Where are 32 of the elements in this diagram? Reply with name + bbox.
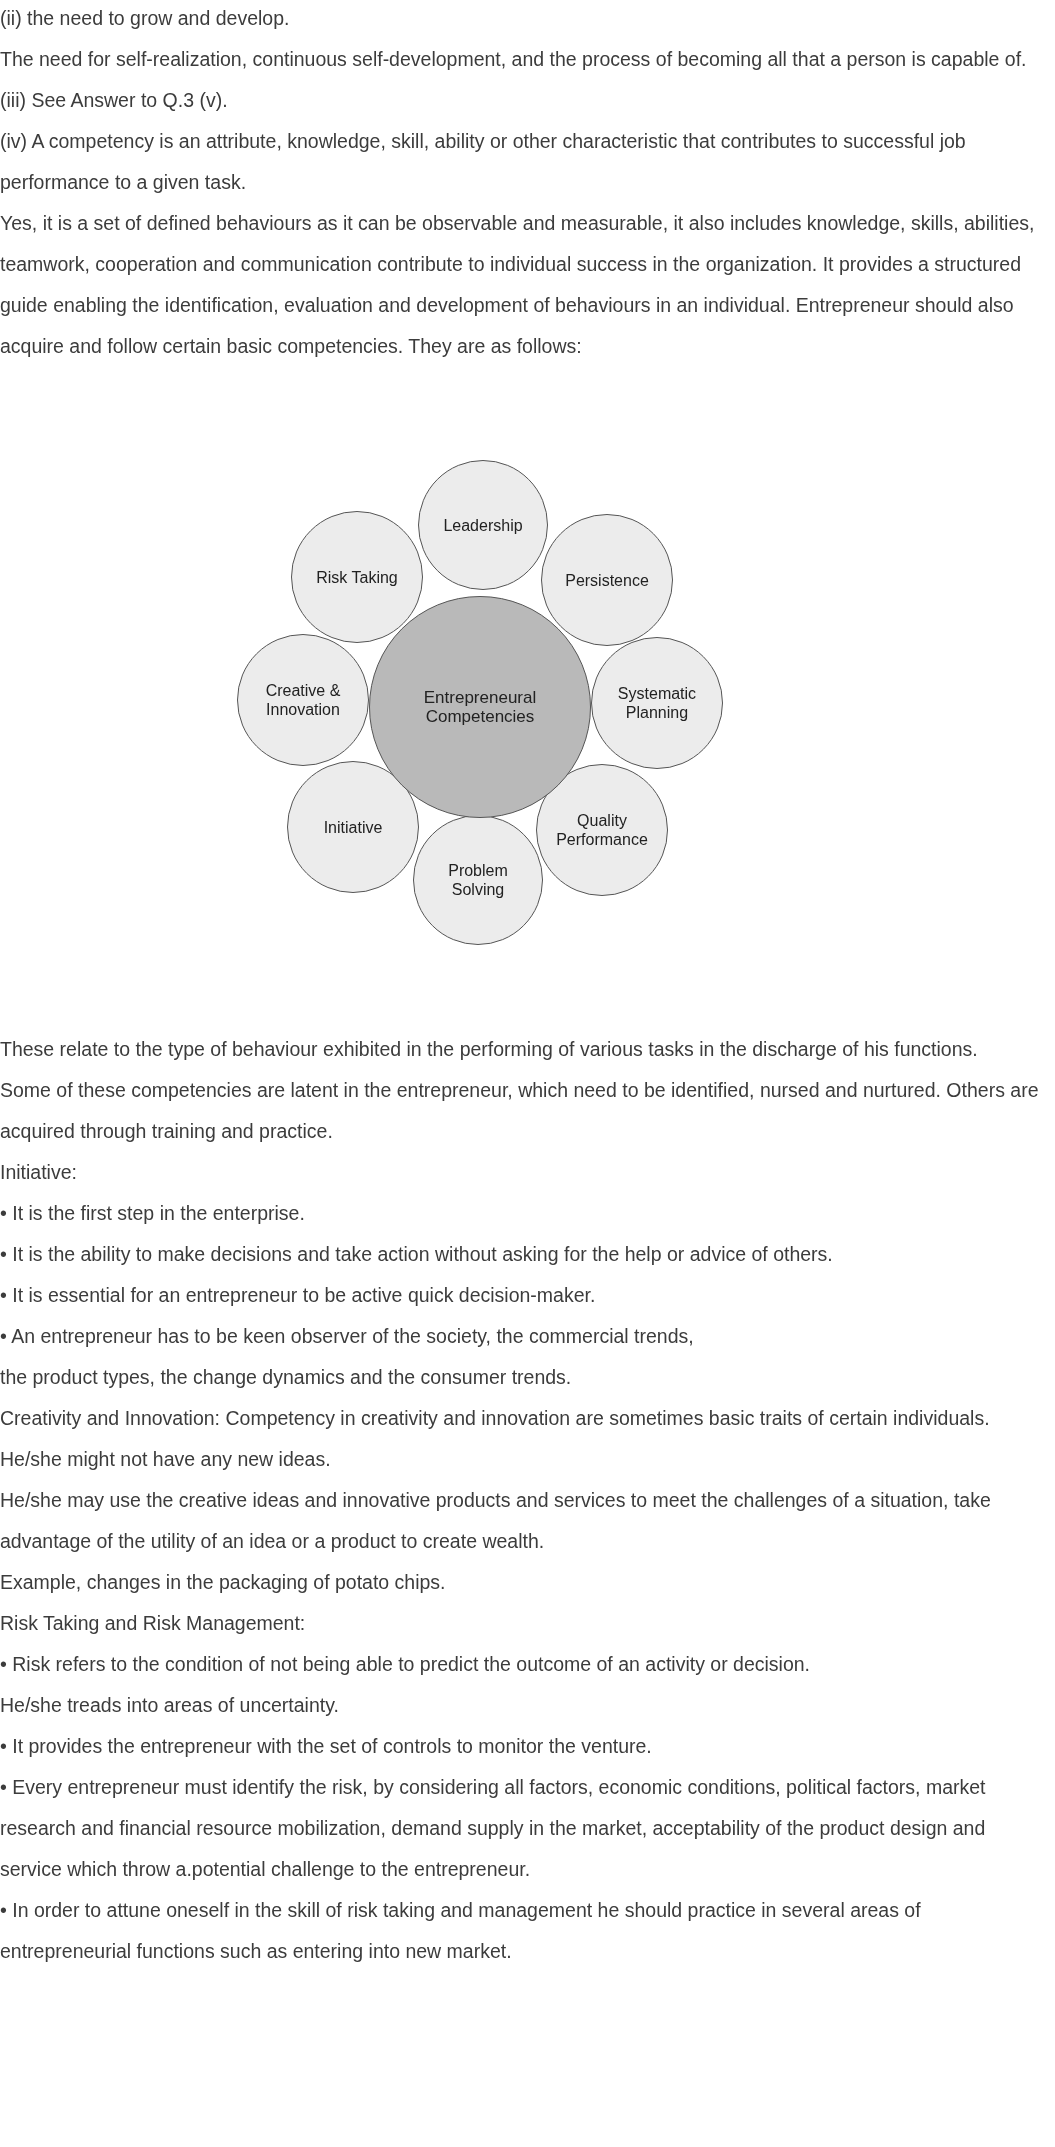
paragraph: These relate to the type of behaviour exhibited in the performing of various tasks in the discharge of his functions. xyxy=(0,1037,979,1062)
paragraph: • It is the first step in the enterprise. xyxy=(0,1201,306,1226)
paragraph: Some of these competencies are latent in the entrepreneur, which need to be identified, nursed and nurtured. Others are acquired through training and practice. xyxy=(0,1078,1040,1144)
paragraph: (iv) A competency is an attribute, knowledge, skill, ability or other characteristic that contributes to successful job performance to a given task. xyxy=(0,129,967,195)
paragraph: • It is the ability to make decisions and take action without asking for the help or advice of others. xyxy=(0,1242,834,1267)
paragraph: • It provides the entrepreneur with the set of controls to monitor the venture. xyxy=(0,1734,653,1759)
paragraph: (iii) See Answer to Q.3 (v). xyxy=(0,88,229,113)
paragraph: He/she might not have any new ideas. xyxy=(0,1447,332,1472)
circle-label: Problem Solving xyxy=(447,861,509,899)
circle-label: Leadership xyxy=(443,515,523,535)
circle-label: Initiative xyxy=(323,817,383,837)
paragraph: He/she treads into areas of uncertainty. xyxy=(0,1693,340,1718)
paragraph: Yes, it is a set of defined behaviours as it can be observable and measurable, it also includes knowledge, skills, abilities, teamwork, cooperation and communication contribute to individual success in the organization. It provides a structured guide enabling the identification, evaluation and development of behaviours in an individual. Entrepreneur should also acquire and follow certain basic competencies. They are as follows: xyxy=(0,211,1036,359)
circle-label: Quality Performance xyxy=(555,811,649,849)
paragraph: Initiative: xyxy=(0,1160,78,1185)
circle-label: Entrepreneural Competencies xyxy=(422,688,538,726)
paragraph: • Risk refers to the condition of not being able to predict the outcome of an activity or decision. xyxy=(0,1652,812,1677)
circle-label: Creative & Innovation xyxy=(264,681,342,719)
paragraph: The need for self-realization, continuous self-development, and the process of becoming all that a person is capable of. xyxy=(0,47,1028,72)
paragraph: • In order to attune oneself in the skill of risk taking and management he should practice in several areas of entrepreneurial functions such as entering into new market. xyxy=(0,1898,922,1964)
paragraph: He/she may use the creative ideas and innovative products and services to meet the challenges of a situation, take advantage of the utility of an idea or a product to create wealth. xyxy=(0,1488,992,1554)
paragraph: • It is essential for an entrepreneur to be active quick decision-maker. xyxy=(0,1283,597,1308)
paragraph: Risk Taking and Risk Management: xyxy=(0,1611,307,1636)
paragraph: (ii) the need to grow and develop. xyxy=(0,6,291,31)
paragraph: • An entrepreneur has to be keen observer of the society, the commercial trends, xyxy=(0,1324,695,1349)
paragraph: Example, changes in the packaging of potato chips. xyxy=(0,1570,447,1595)
circle-label: Persistence xyxy=(565,570,649,590)
paragraph: • Every entrepreneur must identify the risk, by considering all factors, economic conditions, political factors, market research and financial resource mobilization, demand supply in the market, acceptability of the product design and service which throw a.potential challenge to the entrepreneur. xyxy=(0,1775,987,1882)
circle-label: Risk Taking xyxy=(316,567,398,587)
circle-label: Systematic Planning xyxy=(616,684,698,722)
paragraph: the product types, the change dynamics and the consumer trends. xyxy=(0,1365,573,1390)
paragraph: Creativity and Innovation: Competency in creativity and innovation are sometimes basic traits of certain individuals. xyxy=(0,1406,991,1431)
